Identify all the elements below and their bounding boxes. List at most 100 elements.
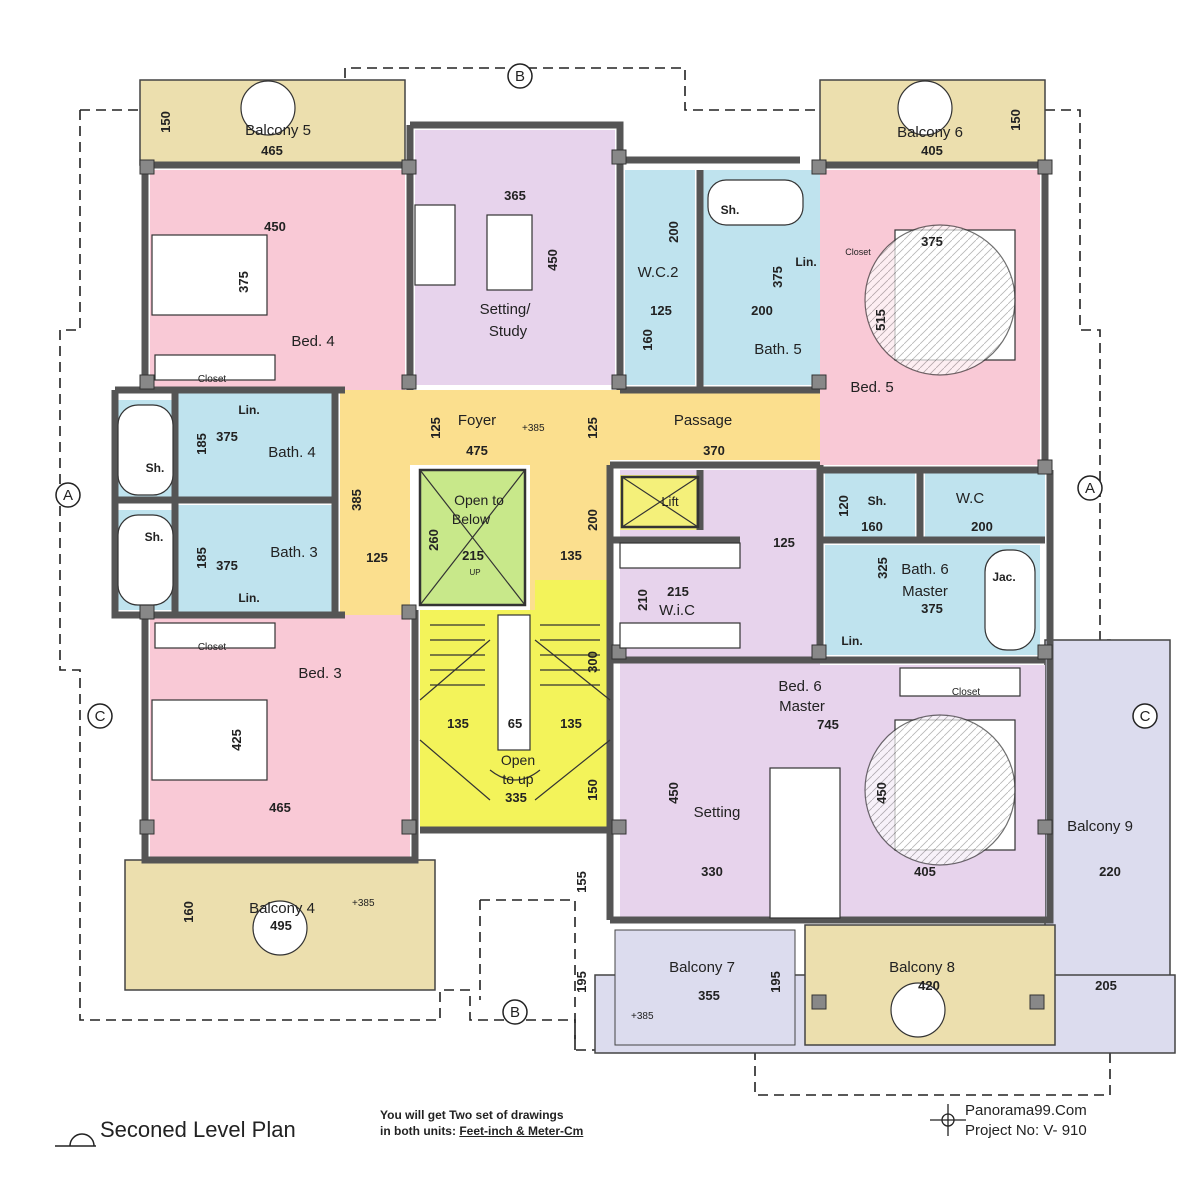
label-bed-3: Bed. 3 <box>298 665 341 682</box>
dim-bed5-width: 375 <box>921 234 943 249</box>
dim-bath6-shower-depth: 120 <box>836 495 851 517</box>
dim-foyer-width: 475 <box>466 443 488 458</box>
grid-marker-a-left: A <box>63 487 73 504</box>
dim-bed6-depth: 450 <box>874 782 889 804</box>
dim-bath6-shower-width: 160 <box>861 519 883 534</box>
furniture <box>117 80 1036 1038</box>
dim-bath5-width: 200 <box>751 303 773 318</box>
dim-wic-depth: 210 <box>635 589 650 611</box>
label-wc: W.C <box>956 490 984 507</box>
dim-bed6-bed-width: 405 <box>914 864 936 879</box>
dim-bed4-width: 450 <box>264 219 286 234</box>
dim-stair-depth: 300 <box>585 651 600 673</box>
label-lin-bath4: Lin. <box>238 403 259 417</box>
label-closet-bed6: Closet <box>952 687 981 698</box>
dim-bath3-width: 375 <box>216 558 238 573</box>
label-wic: W.i.C <box>659 602 695 619</box>
dim-foyer-right: 125 <box>585 417 600 439</box>
dim-stair-width: 335 <box>505 790 527 805</box>
dim-bed3-width: 465 <box>269 800 291 815</box>
label-balcony-8: Balcony 8 <box>889 959 955 976</box>
dim-passage-right: 125 <box>773 535 795 550</box>
label-bed-5: Bed. 5 <box>850 379 893 396</box>
label-bath-6-master: Master <box>902 583 948 600</box>
grid-marker-c-left: C <box>95 708 106 725</box>
brand-block: Panorama99.Com Project No: V- 910 <box>965 1101 1087 1141</box>
level-markers: +385 +385 +385 <box>352 423 654 1022</box>
label-jacuzzi: Jac. <box>992 570 1015 584</box>
dim-balcony7-depth-right: 195 <box>768 971 783 993</box>
label-open-up-2: to up <box>502 771 533 787</box>
label-bed-4: Bed. 4 <box>291 333 334 350</box>
note-line-1: You will get Two set of drawings <box>380 1108 564 1122</box>
dim-balcony5-width: 465 <box>261 143 283 158</box>
dim-bath6-width: 375 <box>921 601 943 616</box>
brand-project: Project No: V- 910 <box>965 1122 1087 1139</box>
label-balcony-6: Balcony 6 <box>897 124 963 141</box>
dim-balcony6-depth: 150 <box>1008 109 1023 131</box>
dim-bath3-corridor: 125 <box>366 550 388 565</box>
label-closet-bed3: Closet <box>198 642 227 653</box>
grid-marker-b-bottom: B <box>510 1004 520 1021</box>
dim-bed5-depth: 515 <box>873 309 888 331</box>
label-bed-6-master: Master <box>779 698 825 715</box>
label-bath-4: Bath. 4 <box>268 444 316 461</box>
label-balcony-9: Balcony 9 <box>1067 818 1133 835</box>
dim-stair-right: 135 <box>560 716 582 731</box>
dim-study-width: 365 <box>504 188 526 203</box>
label-lin-bath5: Lin. <box>795 255 816 269</box>
dim-balcony7-offset: 155 <box>574 871 589 893</box>
walls <box>111 121 1054 924</box>
label-passage: Passage <box>674 412 732 429</box>
dim-void-width: 215 <box>462 548 484 563</box>
label-setting-study-2: Study <box>489 323 528 340</box>
grid-marker-b-top: B <box>515 68 525 85</box>
dim-balcony9-depth: 205 <box>1095 978 1117 993</box>
dimension-labels: 150 465 150 405 365 450 375 450 200 375 … <box>158 109 1121 1003</box>
label-lin-bath6: Lin. <box>841 634 862 648</box>
dim-bed3-depth: 425 <box>229 729 244 751</box>
wall-columns <box>139 149 1053 1010</box>
dim-setting-depth: 450 <box>666 782 681 804</box>
label-balcony-5: Balcony 5 <box>245 122 311 139</box>
grid-markers <box>55 63 1158 1025</box>
label-bed-6: Bed. 6 <box>778 678 821 695</box>
grid-marker-a-right: A <box>1085 480 1095 497</box>
level-marker-balcony4: +385 <box>352 898 375 909</box>
label-lift: Lift <box>661 494 679 509</box>
label-stair-up: UP <box>469 568 480 577</box>
dim-corridor-width: 135 <box>560 548 582 563</box>
drawing-note: You will get Two set of drawings in both… <box>380 1107 583 1139</box>
label-closet-bed5: Closet <box>845 247 871 257</box>
dim-bed4-depth: 375 <box>236 271 251 293</box>
brand-site: Panorama99.Com <box>965 1102 1087 1119</box>
dim-bed6-width: 745 <box>817 717 839 732</box>
label-balcony-7: Balcony 7 <box>669 959 735 976</box>
dim-stair-left: 135 <box>447 716 469 731</box>
dim-wc2-width: 125 <box>650 303 672 318</box>
label-closet-bed4: Closet <box>198 374 227 385</box>
dim-setting-width: 330 <box>701 864 723 879</box>
label-open-up-1: Open <box>501 752 535 768</box>
label-bath-3: Bath. 3 <box>270 544 318 561</box>
dim-wc2-depth: 200 <box>666 221 681 243</box>
label-shower-bath3: Sh. <box>145 530 164 544</box>
note-units: Feet-inch & Meter-Cm <box>459 1124 584 1138</box>
dim-balcony6-width: 405 <box>921 143 943 158</box>
label-setting: Setting <box>694 804 741 821</box>
grid-marker-c-right: C <box>1140 708 1151 725</box>
dim-bath3-depth: 185 <box>194 547 209 569</box>
title-symbol-icon <box>55 1133 96 1147</box>
label-open-below-2: Below <box>452 511 491 527</box>
dim-void-depth: 260 <box>426 529 441 551</box>
level-marker-balcony7: +385 <box>631 1011 654 1022</box>
label-lin-bath3: Lin. <box>238 591 259 605</box>
dim-bath4-width: 375 <box>216 429 238 444</box>
dim-balcony8-width: 420 <box>918 978 940 993</box>
label-shower-bath5: Sh. <box>721 203 740 217</box>
label-shower-bath4: Sh. <box>146 461 165 475</box>
label-setting-study-1: Setting/ <box>480 301 532 318</box>
room-labels: Balcony 5 Balcony 6 Balcony 4 Balcony 7 … <box>245 122 1133 976</box>
dim-balcony7-width: 355 <box>698 988 720 1003</box>
dim-study-depth: 450 <box>545 249 560 271</box>
